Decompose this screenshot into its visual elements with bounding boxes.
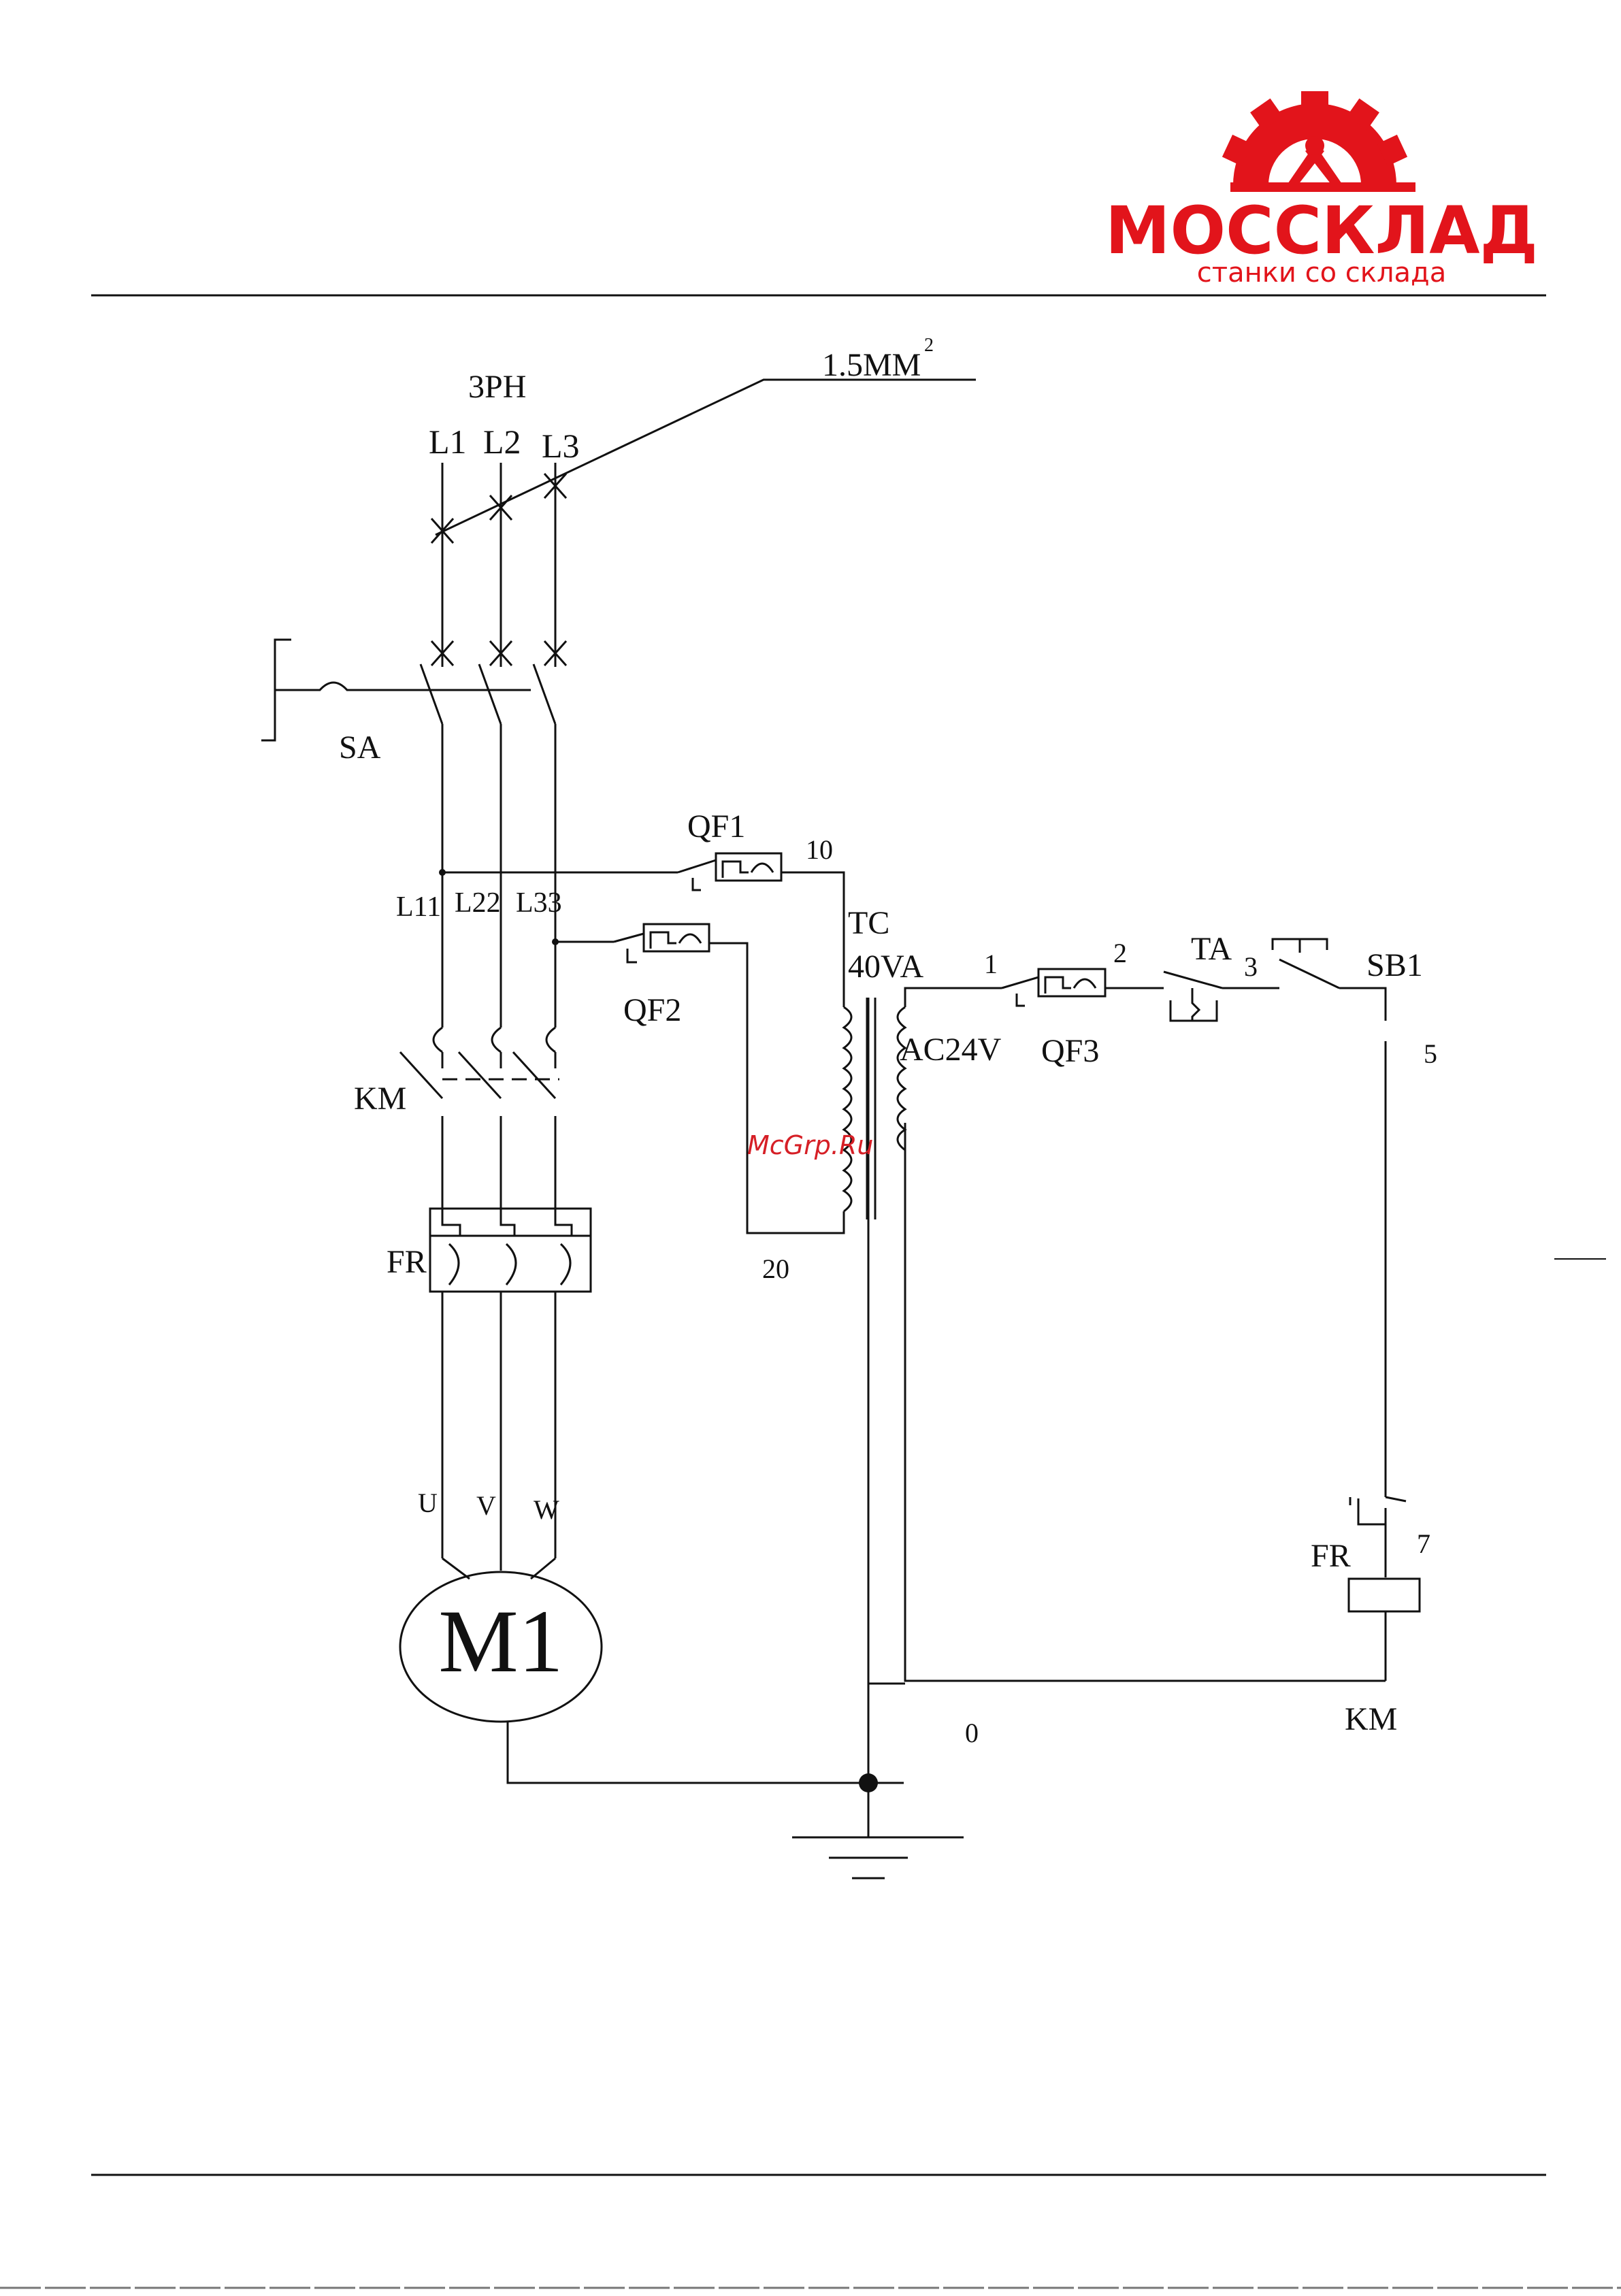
breaker-qf1: QF1 10	[678, 808, 844, 1007]
wire-number-10: 10	[806, 834, 833, 865]
wire-number-2: 2	[1113, 938, 1127, 968]
overload-contact-fr: FR 7	[1311, 1497, 1430, 1577]
breaker-qf2-label: QF2	[623, 992, 681, 1028]
breaker-qf3-label: QF3	[1041, 1033, 1099, 1069]
wire-number-1: 1	[984, 949, 998, 979]
motor-m1: U V W M1	[400, 1488, 868, 1783]
main-switch-sa: SA	[261, 640, 555, 766]
phase-label-l2: L2	[483, 423, 521, 461]
relay-label: FR	[387, 1244, 427, 1280]
wire-number-5: 5	[1424, 1038, 1437, 1069]
switch-label: SA	[339, 729, 381, 766]
relay-contact-label: FR	[1311, 1538, 1351, 1574]
wiring-diagram: 3PH L1 L2 L3 1.5MM 2	[261, 335, 1437, 1878]
phase-conductors-lower: L11 L22 L33	[396, 724, 562, 1028]
start-button-label: SB1	[1366, 947, 1423, 983]
transformer-label: TC	[848, 905, 889, 941]
wire-number-3: 3	[1244, 951, 1258, 982]
motor-terminal-w: W	[534, 1494, 559, 1525]
stop-button-ta: TA	[1164, 931, 1232, 1021]
phase-out-l33: L33	[516, 887, 562, 919]
wire-number-0: 0	[965, 1718, 979, 1748]
start-button-sb1: SB1	[1273, 939, 1423, 988]
transformer-power: 40VA	[848, 949, 923, 985]
coil-label: KM	[1345, 1701, 1397, 1737]
watermark-text: McGrp.Ru	[747, 1130, 873, 1160]
wire-number-7: 7	[1417, 1528, 1430, 1559]
motor-terminal-u: U	[418, 1488, 438, 1518]
supply-label: 3PH	[468, 369, 526, 405]
wire-size-label: 1.5MM	[822, 347, 921, 383]
contactor-label: KM	[354, 1081, 406, 1117]
wire-number-20: 20	[762, 1253, 789, 1284]
motor-label: M1	[438, 1591, 563, 1691]
main-contactor-km: KM	[354, 1028, 559, 1209]
motor-terminal-v: V	[476, 1490, 496, 1521]
phase-label-l3: L3	[542, 427, 580, 465]
wire-size-superscript: 2	[924, 335, 934, 356]
stop-button-label: TA	[1191, 931, 1232, 967]
secondary-voltage: AC24V	[900, 1032, 1002, 1068]
contactor-coil-km: KM	[1345, 1579, 1420, 1737]
phase-conductors	[431, 463, 566, 667]
breaker-qf1-label: QF1	[687, 808, 745, 844]
brand-logo: МОССКЛАД станки со склада	[1105, 91, 1538, 289]
phase-label-l1: L1	[429, 423, 467, 461]
gear-icon	[1222, 91, 1415, 192]
logo-tagline: станки со склада	[1197, 257, 1446, 289]
phase-out-l11: L11	[396, 891, 441, 923]
phase-out-l22: L22	[455, 887, 501, 919]
breaker-qf2: QF2 20	[614, 924, 844, 1284]
